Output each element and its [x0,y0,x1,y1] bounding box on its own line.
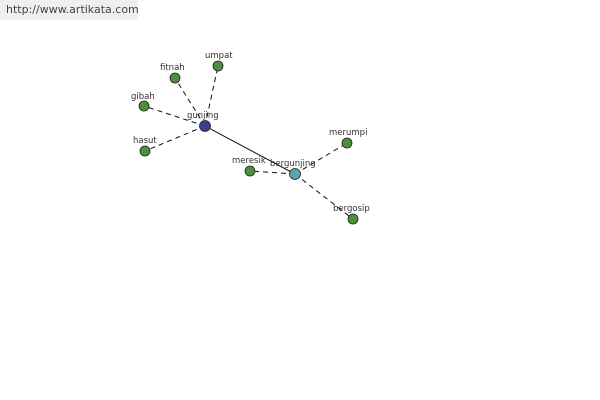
node-merumpi[interactable] [341,137,353,149]
node-gunjing[interactable] [199,120,211,132]
node-label-gibah[interactable]: gibah [131,92,155,102]
node-bergosip[interactable] [347,213,359,225]
edge-gunjing-umpat [204,65,219,127]
node-label-hasut[interactable]: hasut [133,136,157,146]
labels-layer: gunjing bergunjing fitnah umpat gibah hasut me… [131,51,370,214]
edge-gunjing-gibah [143,105,206,127]
edge-gunjing-hasut [144,125,206,152]
edge-bergunjing-meresik [249,170,296,175]
source-url-banner[interactable]: http://www.artikata.com [0,0,139,20]
edge-gunjing-fitnah [174,77,206,127]
node-hasut[interactable] [139,145,151,157]
node-label-fitnah[interactable]: fitnah [160,63,185,73]
node-label-bergosip[interactable]: bergosip [333,204,370,214]
node-label-umpat[interactable]: umpat [205,51,233,61]
edge-gunjing-bergunjing [204,125,296,175]
node-label-meresik[interactable]: meresik [232,156,266,166]
node-label-merumpi[interactable]: merumpi [329,128,367,138]
node-label-gunjing[interactable]: gunjing [187,111,219,121]
edge-bergunjing-bergosip [294,173,354,220]
node-label-bergunjing[interactable]: bergunjing [270,159,316,169]
nodes-layer [138,60,359,225]
edge-bergunjing-merumpi [294,142,348,175]
node-meresik[interactable] [244,165,256,177]
edges-layer [143,65,354,220]
node-bergunjing[interactable] [289,168,301,180]
node-fitnah[interactable] [169,72,181,84]
node-gibah[interactable] [138,100,150,112]
node-umpat[interactable] [212,60,224,72]
